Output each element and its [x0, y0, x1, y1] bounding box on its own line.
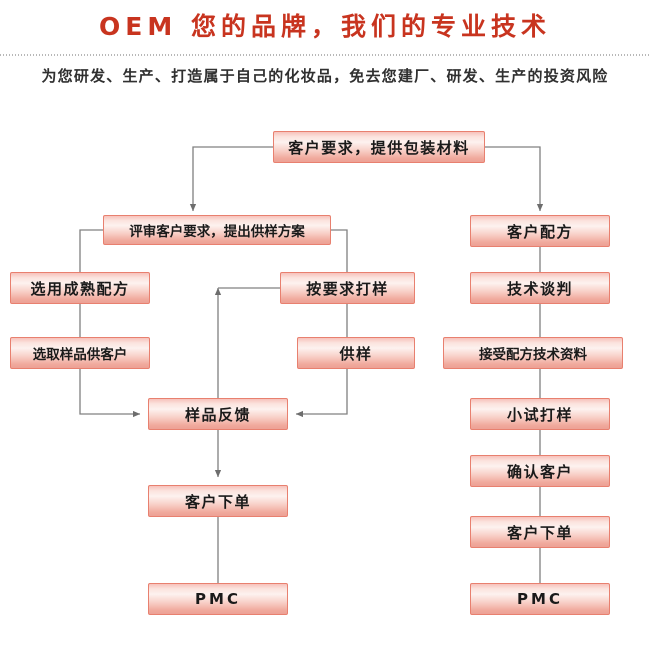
node-customer-order-right[interactable]: 客户下单 — [470, 516, 610, 548]
node-trial-proofing[interactable]: 小试打样 — [470, 398, 610, 430]
node-accept-formula-docs[interactable]: 接受配方技术资料 — [443, 337, 623, 369]
page-title: OEM 您的品牌，我们的专业技术 — [99, 12, 551, 41]
flowchart-container: 客户要求，提供包装材料 评审客户要求，提出供样方案 选用成熟配方 选取样品供客户… — [0, 100, 650, 647]
node-supply-sample[interactable]: 供样 — [297, 337, 415, 369]
edge-review-to-mature-formula — [79, 229, 103, 272]
node-select-sample-for-customer[interactable]: 选取样品供客户 — [10, 337, 150, 369]
node-select-mature-formula[interactable]: 选用成熟配方 — [10, 272, 150, 304]
node-label: 样品反馈 — [184, 405, 251, 424]
page-header: OEM 您的品牌，我们的专业技术 为您研发、生产、打造属于自己的化妆品，免去您建… — [0, 0, 650, 100]
edge-sample-select-to-feedback — [79, 369, 141, 418]
node-label: 客户要求，提供包装材料 — [288, 138, 470, 157]
edge-review-to-proofing — [331, 229, 348, 272]
node-pmc-left[interactable]: PMC — [148, 583, 288, 615]
node-customer-formula[interactable]: 客户配方 — [470, 215, 610, 247]
node-label: 确认客户 — [506, 462, 573, 481]
node-label: 客户下单 — [506, 523, 573, 542]
header-divider — [0, 54, 650, 56]
node-label: 评审客户要求，提出供样方案 — [129, 224, 305, 240]
page-subtitle: 为您研发、生产、打造属于自己的化妆品，免去您建厂、研发、生产的投资风险 — [41, 67, 609, 85]
flowchart-connectors — [79, 146, 544, 583]
node-pmc-right[interactable]: PMC — [470, 583, 610, 615]
node-label: 技术谈判 — [506, 279, 573, 298]
node-sample-feedback[interactable]: 样品反馈 — [148, 398, 288, 430]
node-confirm-customer[interactable]: 确认客户 — [470, 455, 610, 487]
edge-top-to-customer-formula — [485, 146, 544, 212]
node-label: 按要求打样 — [306, 279, 389, 298]
node-customer-order-left[interactable]: 客户下单 — [148, 485, 288, 517]
node-customer-request-packaging[interactable]: 客户要求，提供包装材料 — [273, 131, 485, 163]
node-label: 选用成熟配方 — [30, 279, 130, 298]
node-proofing-as-required[interactable]: 按要求打样 — [280, 272, 415, 304]
node-label: 小试打样 — [506, 405, 573, 424]
node-label: PMC — [195, 590, 241, 608]
node-label: 供样 — [339, 344, 373, 363]
node-label: 选取样品供客户 — [32, 347, 128, 363]
edge-supply-sample-to-feedback — [295, 369, 348, 418]
node-label: 客户配方 — [506, 222, 573, 241]
node-label: PMC — [517, 590, 563, 608]
node-technical-negotiation[interactable]: 技术谈判 — [470, 272, 610, 304]
node-label: 客户下单 — [184, 492, 251, 511]
node-review-request-sample-plan[interactable]: 评审客户要求，提出供样方案 — [103, 215, 331, 245]
node-label: 接受配方技术资料 — [479, 347, 587, 363]
